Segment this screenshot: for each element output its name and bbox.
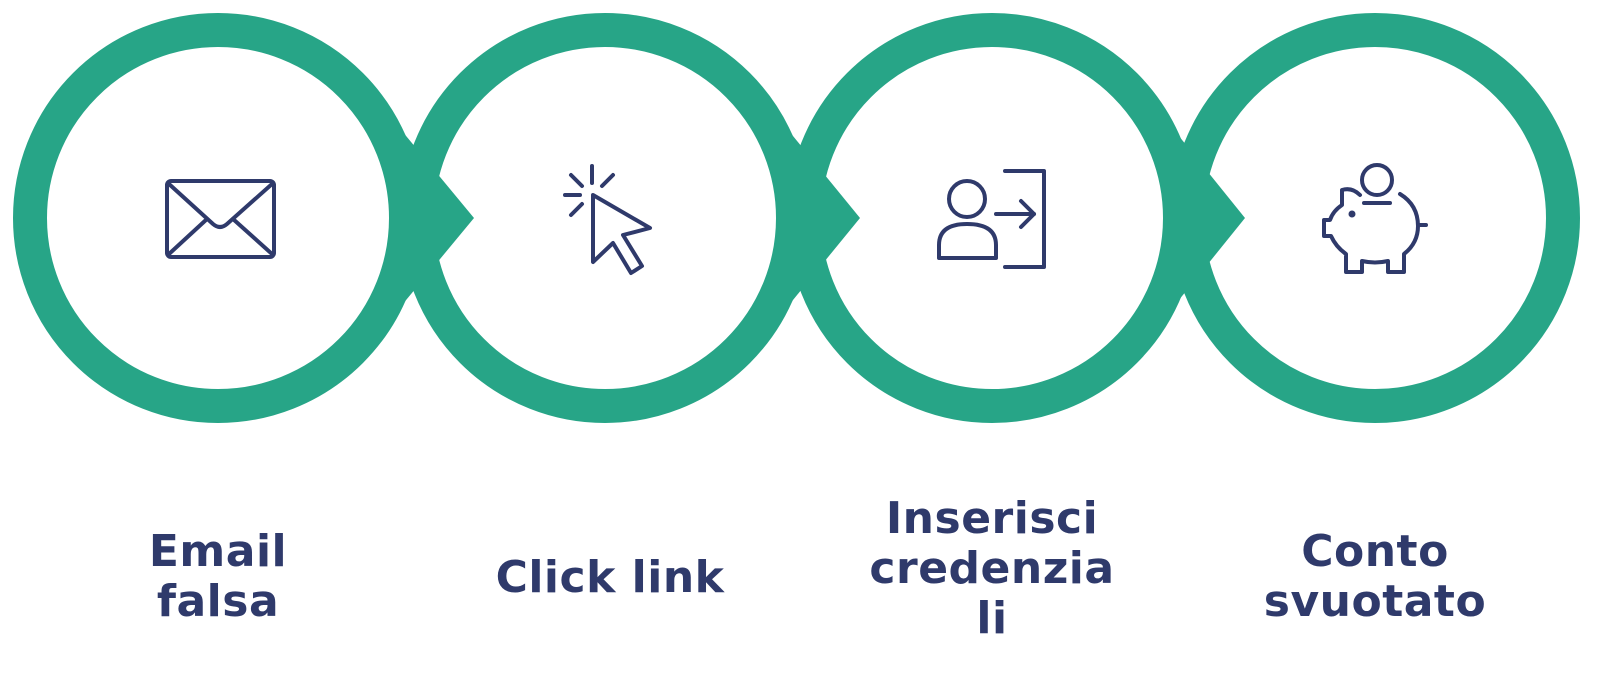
step-ring-3 <box>787 13 1245 423</box>
step-label-2-line-1: Click link <box>495 552 725 603</box>
arrow-3-to-4 <box>1170 125 1245 311</box>
step-ring-2 <box>400 13 860 423</box>
step-label-4: Conto svuotato <box>1230 527 1520 627</box>
user-login-icon <box>937 169 1046 269</box>
step-label-2: Click link <box>465 553 755 603</box>
step-label-4-line-1: Conto <box>1301 526 1449 577</box>
step-label-3: Inserisci credenzia li <box>842 494 1142 644</box>
envelope-icon <box>165 179 276 259</box>
piggy-bank-icon <box>1322 163 1428 274</box>
step-label-1-line-2: falsa <box>156 576 280 627</box>
step-label-4-line-2: svuotato <box>1263 576 1487 627</box>
step-ring-1 <box>13 13 474 423</box>
step-label-3-line-2: credenzia <box>869 543 1115 594</box>
step-label-3-line-3: li <box>976 593 1008 644</box>
arrow-1-to-2 <box>397 125 474 311</box>
arrow-2-to-3 <box>784 125 860 311</box>
step-label-3-line-1: Inserisci <box>885 493 1099 544</box>
cursor-click-icon <box>563 164 652 275</box>
step-label-1-line-1: Email <box>148 526 288 577</box>
step-label-1: Email falsa <box>98 527 338 627</box>
